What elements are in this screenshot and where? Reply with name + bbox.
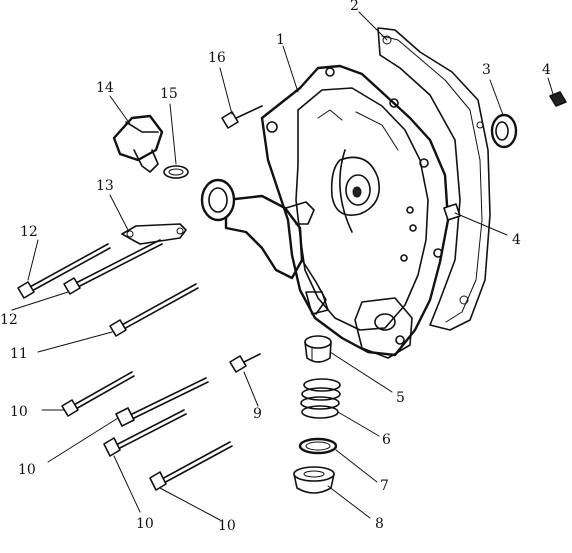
callout-15: 15 — [160, 86, 178, 102]
callout-4: 4 — [512, 232, 521, 248]
callout-10: 10 — [18, 462, 36, 478]
callout-10: 10 — [136, 516, 154, 532]
callout-7: 7 — [380, 478, 389, 494]
callout-13: 13 — [96, 178, 114, 194]
bolt-10a — [61, 371, 135, 417]
callout-4: 4 — [542, 62, 551, 78]
callout-3: 3 — [482, 62, 491, 78]
callout-6: 6 — [382, 432, 391, 448]
callout-11: 11 — [10, 346, 28, 362]
crankcase-cover — [200, 64, 450, 359]
callout-5: 5 — [396, 390, 405, 406]
callout-10: 10 — [218, 518, 236, 534]
callout-16: 16 — [208, 50, 226, 66]
oil-filler-plug — [112, 114, 164, 173]
callout-2: 2 — [350, 0, 359, 14]
leader-lines — [11, 11, 554, 521]
bolt-12-upper — [17, 243, 111, 299]
callout-8: 8 — [375, 516, 384, 532]
oil-seal — [490, 113, 518, 149]
bolt-10c — [103, 409, 187, 457]
spring — [300, 378, 341, 419]
bolt-12-lower — [63, 239, 163, 295]
bolt-16 — [221, 105, 263, 129]
gasket — [377, 27, 491, 331]
dowel-pin-2 — [443, 203, 461, 221]
bolt-11 — [109, 283, 199, 337]
bracket — [121, 223, 187, 245]
callout-9: 9 — [253, 406, 262, 422]
o-ring — [298, 437, 338, 455]
callout-12: 12 — [20, 224, 38, 240]
cap — [293, 466, 335, 494]
callout-12: 12 — [0, 312, 18, 328]
bolt-10d — [149, 441, 233, 491]
bolt-9 — [229, 353, 261, 373]
callout-1: 1 — [276, 32, 285, 48]
callout-14: 14 — [96, 80, 114, 96]
o-ring-15 — [163, 165, 189, 179]
callout-10: 10 — [10, 404, 28, 420]
retainer — [304, 335, 332, 363]
bolt-10b — [115, 377, 209, 427]
dowel-pin — [549, 91, 567, 107]
